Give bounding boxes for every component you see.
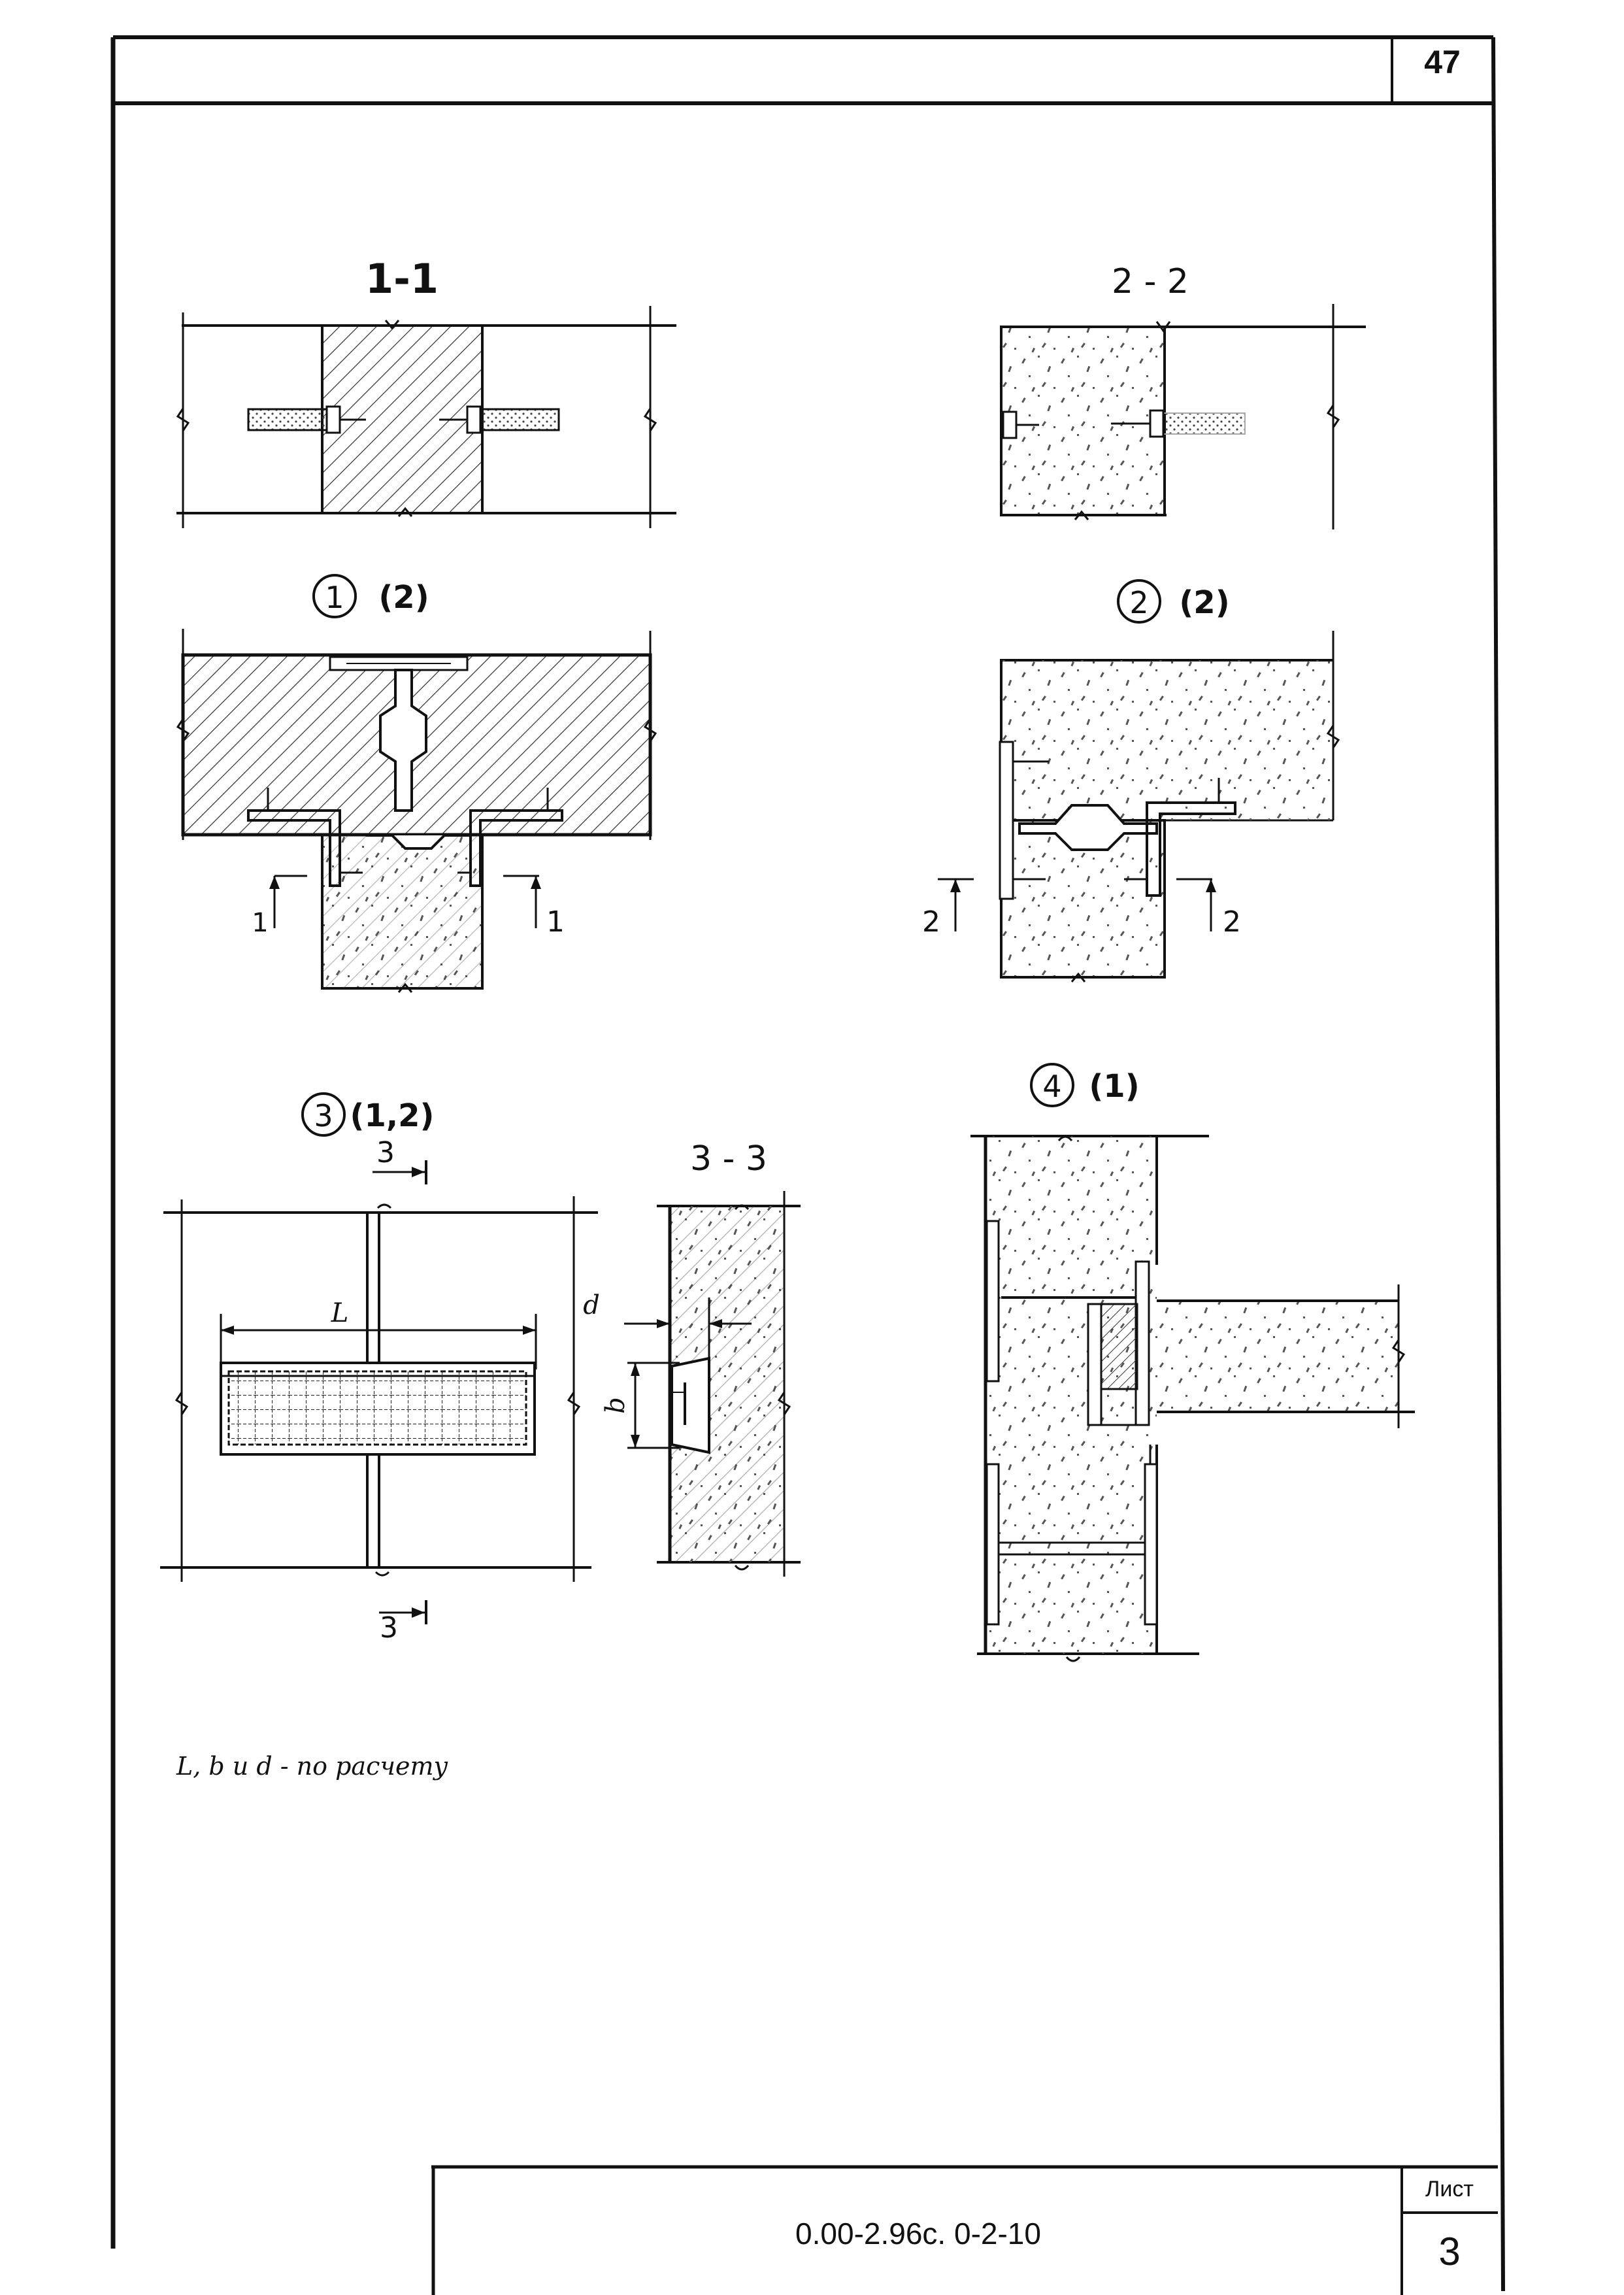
section-3-3: 3 - 3 d b [583, 1139, 801, 1577]
detail-1-ref: (2) [378, 579, 429, 616]
detail-2: 2 (2) 2 2 [922, 579, 1340, 982]
cut-3-bottom-label: 3 [380, 1611, 398, 1645]
detail-3-number: 3 [314, 1098, 333, 1133]
section-3-3-title: 3 - 3 [690, 1139, 767, 1179]
cut-1-left-label: 1 [252, 908, 268, 938]
detail-1: 1 (2) 1 1 [176, 574, 657, 993]
detail-4-ref: (1) [1089, 1068, 1139, 1105]
document-code: 0.00-2.96с. 0-2-10 [795, 2217, 1041, 2251]
cut-3-top-label: 3 [376, 1136, 395, 1169]
dimension-d: d [583, 1290, 600, 1320]
dimension-b: b [601, 1397, 631, 1414]
page-number: 47 [1424, 44, 1461, 80]
title-block: Лист 3 0.00-2.96с. 0-2-10 [431, 2165, 1498, 2295]
cut-2-left-label: 2 [922, 905, 940, 939]
detail-4: 4 (1) [970, 1063, 1415, 1662]
calculation-note: L, b и d - по расчету [176, 1752, 448, 1781]
section-1-1-title: 1-1 [365, 255, 439, 303]
section-2-2-title: 2 - 2 [1112, 262, 1189, 301]
detail-2-ref: (2) [1179, 584, 1229, 621]
cut-1-right-label: 1 [546, 905, 565, 939]
section-1-1: 1-1 [176, 255, 676, 528]
sheet-label: Лист [1425, 2177, 1474, 2202]
detail-3: 3 (1,2) 3 L 3 [160, 1092, 598, 1645]
detail-1-number: 1 [325, 580, 344, 615]
section-2-2: 2 - 2 [1000, 262, 1366, 529]
dimension-L: L [331, 1298, 349, 1328]
sheet-number: 3 [1438, 2230, 1460, 2273]
cut-2-right-label: 2 [1223, 905, 1241, 939]
page-number-box: 47 [1391, 37, 1461, 103]
sheet-frame [110, 35, 1505, 2292]
detail-4-number: 4 [1042, 1069, 1061, 1104]
detail-3-ref: (1,2) [350, 1097, 435, 1134]
detail-2-number: 2 [1129, 585, 1148, 620]
